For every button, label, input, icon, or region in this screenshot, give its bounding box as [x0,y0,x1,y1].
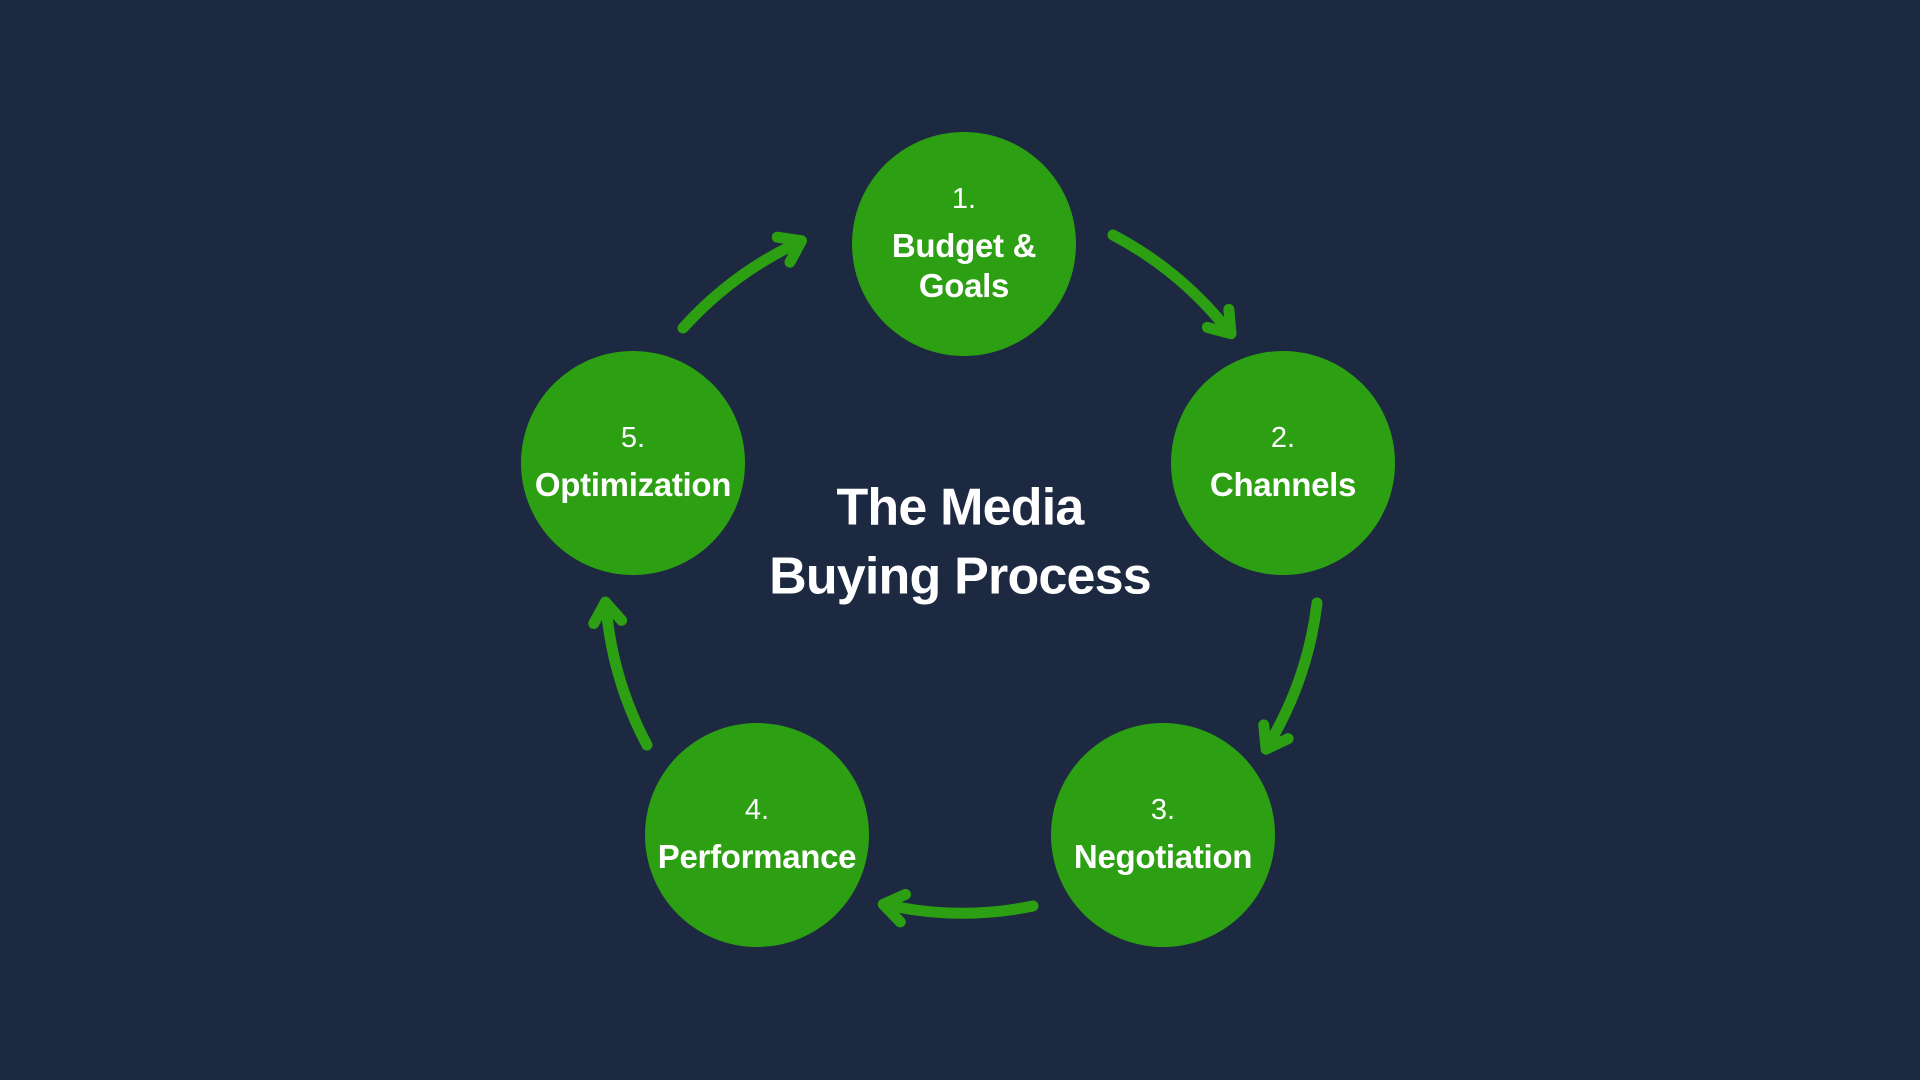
step-label: Negotiation [1073,837,1253,875]
step-label: Budget & Goals [891,226,1037,304]
arrow-1-to-2-icon [1107,229,1237,340]
step-number: 2. [1270,421,1296,454]
arrow-2-to-3-icon [1258,597,1323,755]
step-circle-optimization: 5. Optimization [521,351,745,575]
step-number: 5. [620,421,646,454]
arrow-4-to-5-icon [588,596,653,751]
step-circle-budget-goals: 1. Budget & Goals [852,132,1076,356]
arrow-3-to-4-icon [877,888,1039,928]
diagram-title: The Media Buying Process [769,478,1152,605]
step-label: Performance [657,837,857,875]
step-circle-negotiation: 3. Negotiation [1051,723,1275,947]
step-number: 4. [744,793,770,826]
step-number: 3. [1150,793,1176,826]
arrow-5-to-1-icon [677,231,807,334]
step-label: Optimization [534,465,732,503]
step-circle-performance: 4. Performance [645,723,869,947]
step-number: 1. [951,182,977,215]
step-label: Channels [1209,465,1357,503]
step-circle-channels: 2. Channels [1171,351,1395,575]
